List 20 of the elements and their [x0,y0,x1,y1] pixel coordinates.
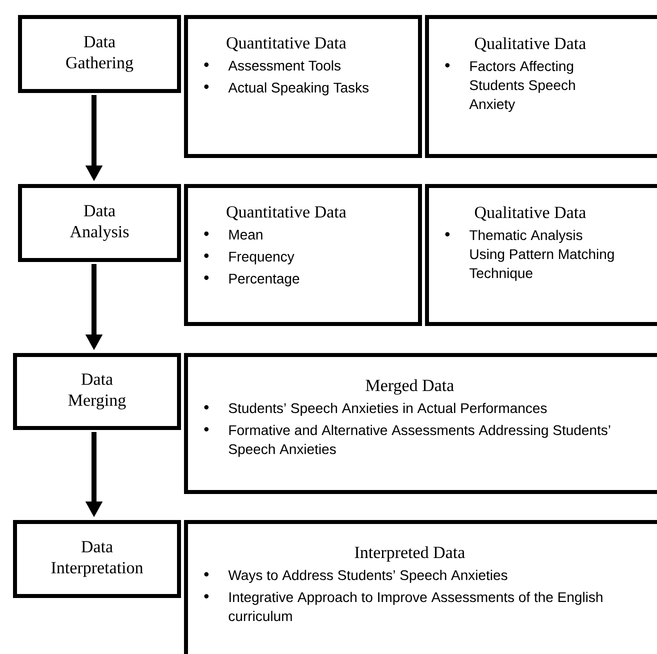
bullet-list: Merged Data Students’ Speech Anxieties in Actual Performances Formative and Alternative Assessments Addressing Students’ Speech Anxieties [204,379,610,457]
node-label: Quantitative Data [226,206,346,220]
content-box [184,184,422,326]
stage-box: Data Interpretation [13,520,181,598]
node-label: Frequency [229,252,294,264]
content-box [184,520,657,654]
bullet-list: Interpreted Data Ways to Address Students’ Speech Anxieties Integrative Approach to Improve Assessments of the English curriculum [204,546,602,622]
bullet-list: Quantitative Data Assessment Tools Actual Speaking Tasks [204,37,369,96]
bullet-list: Quantitative Data Mean Frequency Percentage [204,206,346,286]
stage-box: Data Analysis [18,184,181,262]
content-box [184,353,657,494]
content-box [184,15,422,158]
stage-box: Data Gathering [18,15,181,93]
content-box [425,184,657,326]
node-label: Mean [229,230,262,240]
content-box [425,15,657,158]
node-label: Percentage [229,274,300,286]
stage-box: Data Merging [13,353,181,430]
bullet-list: Qualitative Data Thematic Analysis Using Pattern Matching Technique [445,206,614,281]
bullet-list: Qualitative Data Factors Affecting Students Speech Anxiety [445,37,586,112]
